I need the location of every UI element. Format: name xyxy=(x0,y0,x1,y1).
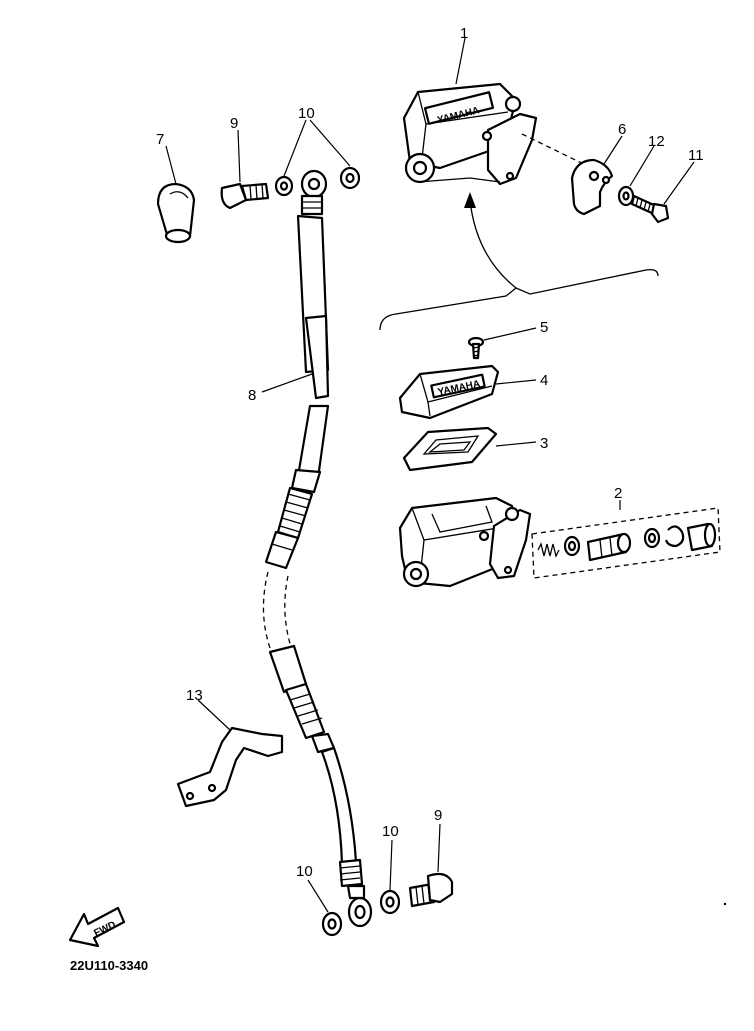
part-5-screw xyxy=(467,336,485,360)
part-4-reservoir-cover: YAMAHA xyxy=(398,364,500,420)
part-6-holder-clamp xyxy=(570,158,614,216)
callout-labels: 1 2 3 4 5 6 7 8 9 10 11 12 13 10 10 9 xyxy=(156,25,704,880)
callout-7: 7 xyxy=(156,131,164,148)
part-11-bolt xyxy=(630,194,670,224)
callout-9-bottom: 9 xyxy=(434,807,442,824)
part-10-copper-washers-bottom xyxy=(321,889,401,937)
part-1-master-cylinder-assembly: YAMAHA xyxy=(402,82,538,186)
callout-1: 1 xyxy=(460,25,468,42)
assembly-arrow xyxy=(464,192,517,289)
callout-10-bottom-left: 10 xyxy=(296,863,313,880)
leader-lines xyxy=(165,37,695,913)
part-3-diaphragm xyxy=(402,426,498,472)
callout-13: 13 xyxy=(186,687,203,704)
callout-8: 8 xyxy=(248,387,256,404)
callout-10-bottom-right: 10 xyxy=(382,823,399,840)
forward-arrow-icon: FWD xyxy=(68,906,126,948)
callout-6: 6 xyxy=(618,121,626,138)
callout-4: 4 xyxy=(540,372,548,389)
stray-mark xyxy=(723,902,727,906)
callout-11: 11 xyxy=(688,147,704,164)
callout-12: 12 xyxy=(648,133,665,150)
part-13-hose-bracket xyxy=(176,726,284,808)
subassembly-bracket xyxy=(379,268,659,331)
part-7-cap xyxy=(156,182,196,244)
part-10-copper-washers-top xyxy=(274,166,361,197)
part-9-union-bolt-bottom xyxy=(408,872,454,908)
part-12-washer xyxy=(617,185,635,207)
callout-2: 2 xyxy=(614,485,622,502)
callout-5: 5 xyxy=(540,319,548,336)
callout-9-top: 9 xyxy=(230,115,238,132)
master-cylinder-body xyxy=(398,496,532,588)
part-2-piston-kit xyxy=(531,507,721,579)
diagram-code: 22U110-3340 xyxy=(70,958,148,973)
callout-3: 3 xyxy=(540,435,548,452)
callout-10-top: 10 xyxy=(298,105,315,122)
part-8-brake-hose xyxy=(262,169,373,928)
part-9-union-bolt-top xyxy=(220,182,270,210)
